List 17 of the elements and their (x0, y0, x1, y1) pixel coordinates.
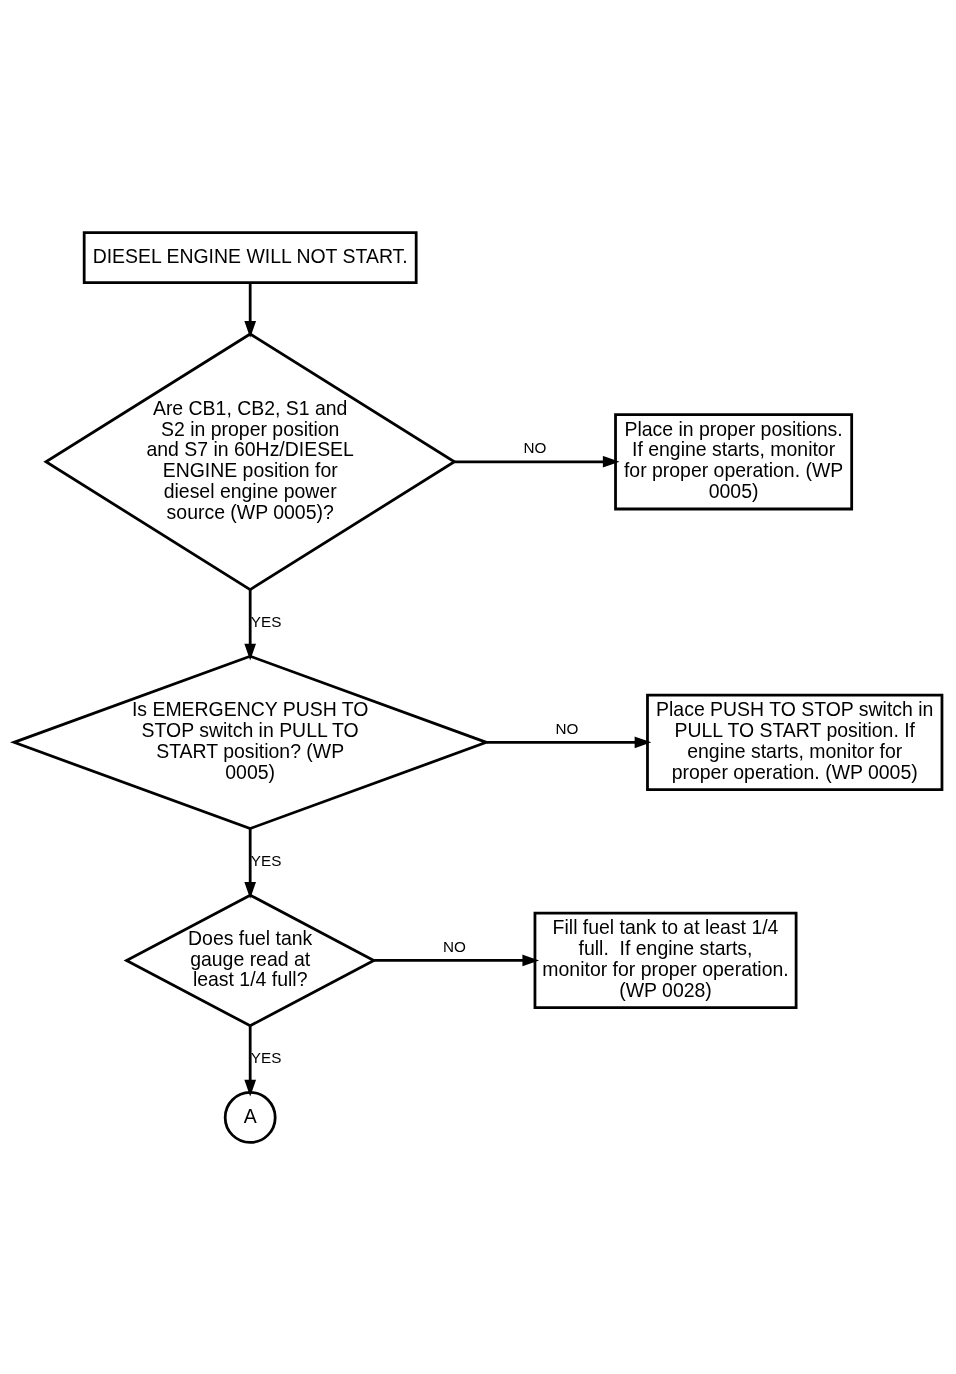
node-diamond: Are CB1, CB2, S1 and S2 in proper position and S7 in 60Hz/DIESEL ENGINE position for diesel engine power source (WP 0005)? (43, 331, 457, 591)
arrow (244, 282, 257, 338)
arrow (374, 954, 540, 966)
node-box: Place PUSH TO STOP switch in PULL TO START position. If engine starts, monitor for proper operation. (WP 0005) (646, 693, 944, 791)
arrow (244, 828, 257, 899)
arrow (244, 589, 257, 660)
edge-label: NO (442, 937, 466, 955)
edge-label: NO (523, 438, 547, 456)
arrow (244, 1025, 257, 1097)
edge-label: NO (555, 719, 579, 737)
node-diamond: Does fuel tank gauge read at least 1/4 full? (123, 893, 377, 1027)
node-box: Fill fuel tank to at least 1/4 full. If engine starts, monitor for proper operation. (WP 0028) (533, 911, 798, 1009)
arrow (454, 455, 620, 468)
node-box: DIESEL ENGINE WILL NOT START. (82, 230, 418, 284)
node-box: Place in proper positions. If engine starts, monitor for proper operation. (WP 0005) (614, 412, 854, 510)
arrow (486, 736, 652, 748)
node-circle: A (223, 1090, 277, 1144)
